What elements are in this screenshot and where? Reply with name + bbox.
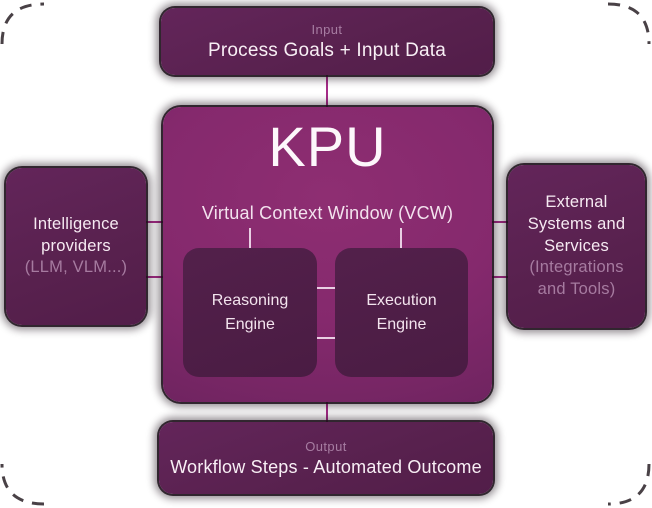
reasoning-engine-node: Reasoning Engine — [183, 248, 317, 377]
connector-intelligence-to-kpu-lower — [146, 276, 163, 278]
input-node-title: Process Goals + Input Data — [207, 39, 447, 61]
connector-input-to-kpu — [326, 75, 328, 107]
virtual-context-window-label: Virtual Context Window (VCW) — [201, 203, 454, 224]
connector-kpu-to-external-lower — [492, 276, 508, 278]
line-engines-upper — [317, 287, 335, 289]
input-node-label: Input — [311, 21, 343, 37]
reasoning-engine-title: Reasoning Engine — [211, 291, 289, 333]
external-systems-subtitle: (Integrations and Tools) — [529, 258, 624, 299]
external-systems-node: External Systems and Services (Integrati… — [508, 165, 645, 328]
kpu-node-title: KPU — [268, 115, 387, 178]
output-node-title: Workflow Steps - Automated Outcome — [170, 456, 482, 477]
execution-engine-title: Execution Engine — [366, 291, 437, 333]
intelligence-providers-node: Intelligence providers (LLM, VLM...) — [6, 168, 146, 325]
intelligence-providers-subtitle: (LLM, VLM...) — [24, 258, 128, 277]
intelligence-providers-title: Intelligence providers — [33, 214, 119, 255]
connector-intelligence-to-kpu-upper — [146, 221, 163, 223]
output-node: Output Workflow Steps - Automated Outcom… — [159, 422, 493, 494]
line-engines-lower — [317, 337, 335, 339]
external-systems-title: External Systems and Services — [527, 193, 626, 255]
output-node-label: Output — [305, 438, 347, 454]
connector-kpu-to-external-upper — [492, 221, 508, 223]
connector-kpu-to-output — [326, 402, 328, 422]
line-vcw-to-reasoning-engine — [249, 228, 251, 248]
input-node: Input Process Goals + Input Data — [161, 8, 493, 75]
execution-engine-node: Execution Engine — [335, 248, 468, 377]
line-vcw-to-execution-engine — [400, 228, 402, 248]
